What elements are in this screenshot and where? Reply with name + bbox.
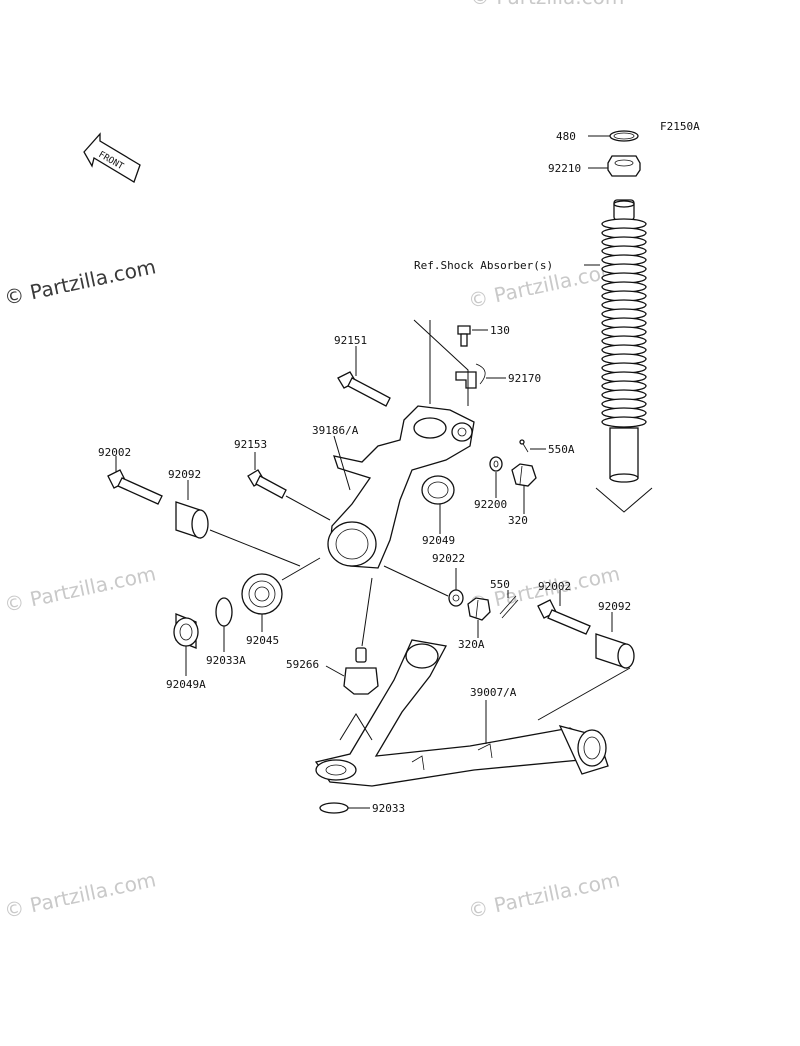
bearing-92045	[241, 573, 283, 615]
bolt-92151	[337, 371, 391, 407]
callout-92033: 92033	[372, 802, 405, 815]
bracket-92170	[455, 363, 486, 389]
spring-coil	[601, 416, 647, 428]
callout-320a: 320A	[458, 638, 485, 651]
callout-92049a: 92049A	[166, 678, 206, 691]
nut-92210	[607, 155, 641, 177]
callout-550a: 550A	[548, 443, 575, 456]
ball-joint-59266	[343, 647, 379, 695]
diagram-code: F2150A	[660, 120, 700, 133]
seal-92049	[421, 475, 455, 505]
castle-nut-320	[511, 463, 537, 487]
bolt-92002-left	[107, 469, 163, 505]
lower-a-arm	[314, 639, 609, 787]
bolt-92153	[247, 469, 287, 499]
callout-92210: 92210	[548, 162, 581, 175]
shock-absorber	[601, 199, 647, 483]
callout-92151: 92151	[334, 334, 367, 347]
callout-59266: 59266	[286, 658, 319, 671]
steering-knuckle	[327, 405, 475, 569]
callout-130: 130	[490, 324, 510, 337]
castle-nut-320a	[467, 597, 491, 621]
callout-92200: 92200	[474, 498, 507, 511]
cotter-pin-550a	[519, 439, 529, 453]
snap-ring-92033	[319, 802, 349, 814]
callout-550: 550	[490, 578, 510, 591]
callout-92092-right: 92092	[598, 600, 631, 613]
watermark: © Partzilla.com	[466, 867, 622, 923]
callout-ref-shock-absorber: Ref.Shock Absorber(s)	[414, 259, 553, 272]
callout-92002-left: 92002	[98, 446, 131, 459]
callout-320: 320	[508, 514, 528, 527]
callout-92049: 92049	[422, 534, 455, 547]
callout-39186a: 39186/A	[312, 424, 359, 437]
seal-92049a	[173, 613, 199, 649]
callout-92033a: 92033A	[206, 654, 246, 667]
callout-39007a: 39007/A	[470, 686, 517, 699]
washer-92200	[489, 456, 503, 472]
clip-480	[609, 130, 639, 142]
watermark: © Partzilla.com	[2, 254, 158, 310]
bolt-92002-right	[537, 599, 591, 635]
callout-480: 480	[556, 130, 576, 143]
snap-ring-92033a	[215, 597, 233, 627]
watermark: © Partzilla.com	[470, 0, 624, 9]
callout-92170: 92170	[508, 372, 541, 385]
callout-92045: 92045	[246, 634, 279, 647]
bushing-92092-right	[595, 633, 635, 669]
cotter-pin-550	[499, 595, 519, 619]
bushing-92092-left	[175, 501, 209, 539]
callout-92002-right: 92002	[538, 580, 571, 593]
washer-92022	[448, 589, 464, 607]
callout-92022: 92022	[432, 552, 465, 565]
callout-92092-left: 92092	[168, 468, 201, 481]
bolt-130	[457, 325, 471, 347]
watermark: © Partzilla.com	[2, 867, 158, 923]
callout-92153: 92153	[234, 438, 267, 451]
watermark: © Partzilla.com	[2, 561, 158, 617]
front-arrow-icon: FRONT	[83, 132, 141, 183]
